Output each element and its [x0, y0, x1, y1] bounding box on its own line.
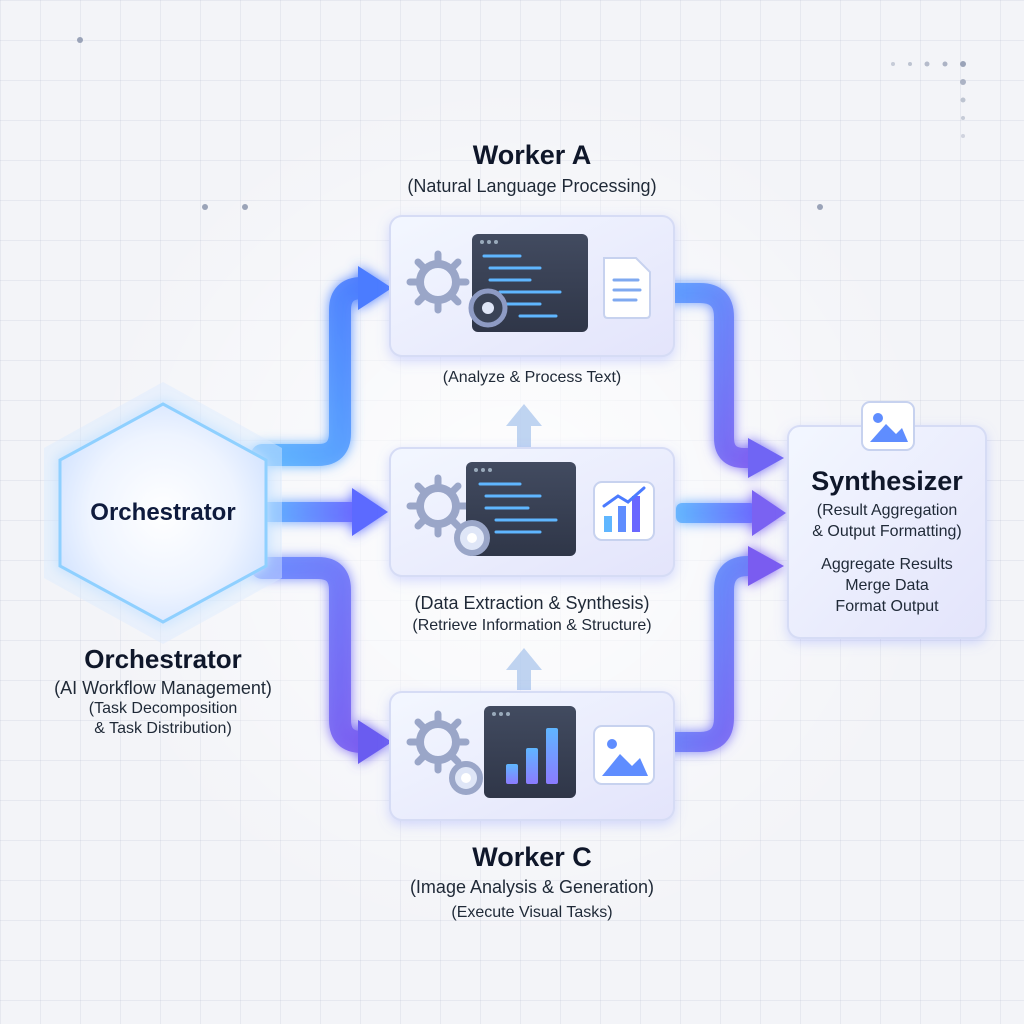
arrows-to-workers: [251, 266, 392, 764]
synthesizer-title: Synthesizer: [811, 466, 963, 496]
worker-c-task: (Execute Visual Tasks): [451, 904, 613, 921]
orchestrator-detail-line2: & Task Distribution): [94, 720, 232, 737]
gear-icon: [454, 520, 490, 556]
orchestrator-node: [44, 382, 282, 644]
image-icon: [593, 725, 655, 785]
decorative-dots: [77, 37, 966, 210]
worker-c-title: Worker C: [472, 842, 592, 872]
gear-icon: [406, 474, 470, 538]
worker-b-task: (Retrieve Information & Structure): [412, 617, 652, 634]
orchestrator-subtitle: (AI Workflow Management): [54, 678, 272, 698]
orchestrator-detail-line1: (Task Decomposition: [88, 700, 238, 717]
gear-icon: [449, 761, 483, 795]
bar-chart-window-icon: [484, 706, 576, 798]
worker-a-task: (Analyze & Process Text): [442, 369, 622, 386]
synthesizer-item: Aggregate Results: [821, 556, 953, 573]
synthesizer-subtitle-line2: & Output Formatting): [812, 523, 962, 540]
orchestrator-title: Orchestrator: [84, 644, 242, 674]
worker-a-subtitle: (Natural Language Processing): [407, 176, 657, 196]
worker-c-subtitle: (Image Analysis & Generation): [409, 877, 655, 897]
arrows-to-synthesizer: [666, 283, 786, 752]
document-icon: [603, 257, 651, 319]
image-icon: [861, 401, 915, 451]
synthesizer-subtitle-line1: (Result Aggregation: [816, 502, 958, 519]
up-arrow-c-to-b: [506, 648, 542, 690]
synthesizer-item: Merge Data: [845, 577, 929, 594]
gear-icon: [468, 288, 508, 328]
worker-b-subtitle: (Data Extraction & Synthesis): [414, 593, 650, 613]
chart-icon: [593, 481, 655, 541]
worker-a-title: Worker A: [472, 140, 592, 170]
gear-icon: [406, 250, 470, 314]
up-arrow-b-to-a: [506, 404, 542, 449]
synthesizer-item: Format Output: [835, 598, 939, 615]
orchestrator-center-label: Orchestrator: [90, 499, 236, 526]
code-window-icon: [466, 462, 576, 556]
gear-icon: [406, 710, 470, 774]
